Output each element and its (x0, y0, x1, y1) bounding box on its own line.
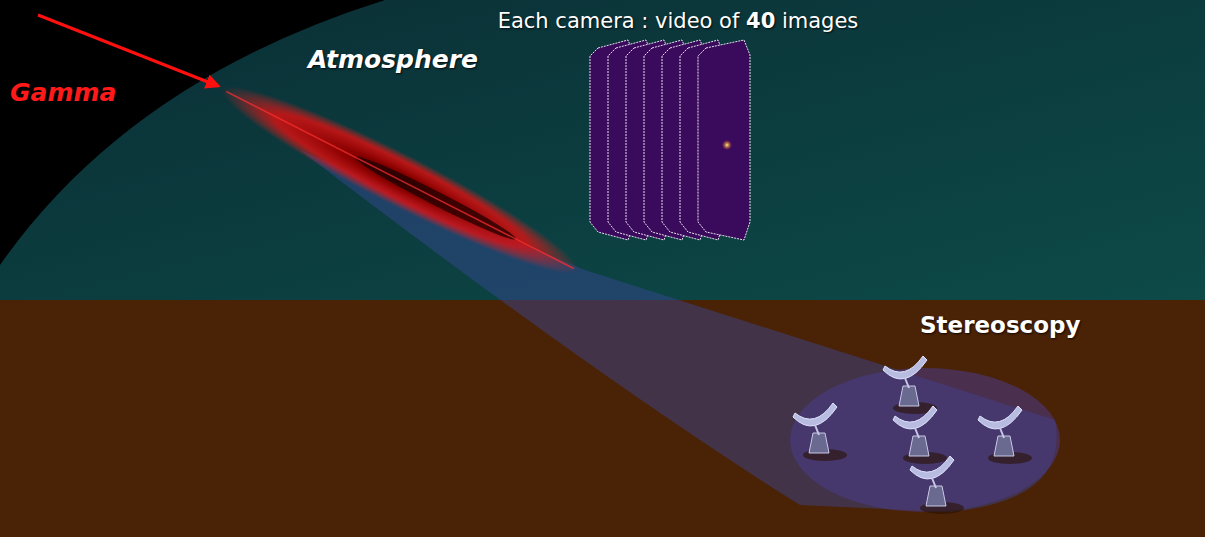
telescope (793, 403, 847, 461)
air-shower (210, 66, 590, 294)
gamma-arrow (38, 15, 218, 86)
telescope (883, 356, 937, 414)
camera-frame (698, 40, 750, 240)
atmosphere-band (0, 0, 1205, 300)
telescopes (793, 356, 1032, 514)
label: Each camera : video of 40 images (498, 9, 859, 34)
camera-frames (590, 40, 750, 240)
image-spot (722, 140, 732, 150)
label: Gamma (10, 78, 116, 108)
light-pool (790, 368, 1060, 512)
telescope (910, 456, 964, 514)
label: Stereoscopy (920, 312, 1080, 340)
label: Atmosphere (308, 45, 478, 75)
telescope (893, 406, 947, 464)
telescope (978, 406, 1032, 464)
